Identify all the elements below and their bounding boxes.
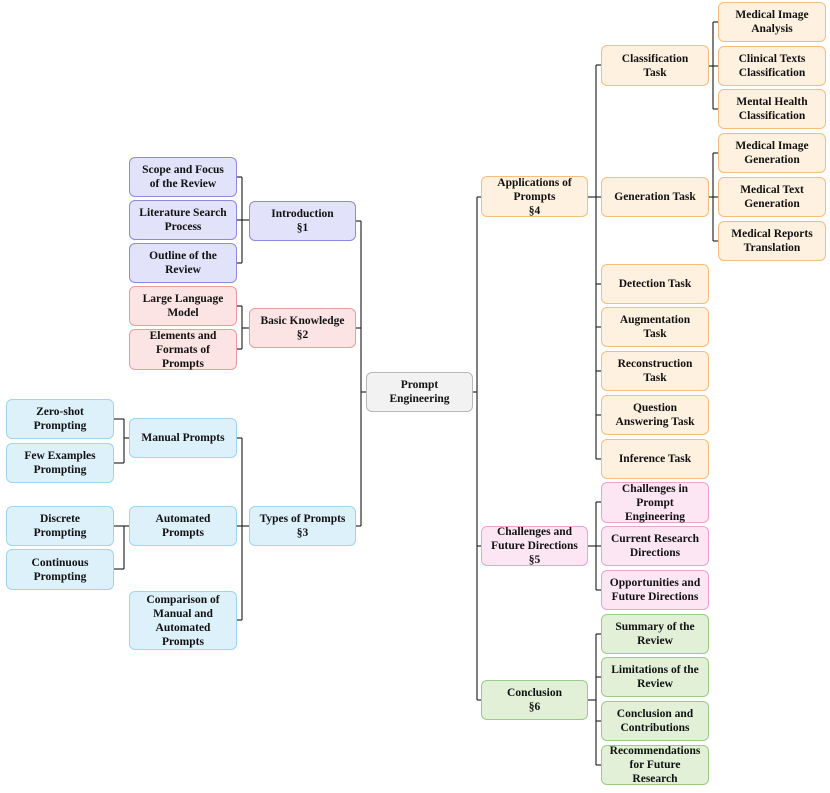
applications-node: Applications of Prompts §4 xyxy=(481,176,588,217)
challenges-node: Challenges and Future Directions §5 xyxy=(481,526,588,566)
introduction-node: Introduction §1 xyxy=(249,201,356,241)
outline-of-review-node: Outline of the Review xyxy=(129,243,237,283)
generation-task-node: Generation Task xyxy=(601,177,709,217)
opportunities-and-future-directions-node: Opportunities and Future Directions xyxy=(601,570,709,610)
scope-and-focus-node: Scope and Focus of the Review xyxy=(129,157,237,197)
recommendations-for-future-research-node: Recommendations for Future Research xyxy=(601,745,709,785)
discrete-prompting-node: Discrete Prompting xyxy=(6,506,114,546)
medical-reports-translation-node: Medical Reports Translation xyxy=(718,221,826,261)
reconstruction-task-node: Reconstruction Task xyxy=(601,351,709,391)
current-research-directions-node: Current Research Directions xyxy=(601,526,709,566)
literature-search-node: Literature Search Process xyxy=(129,200,237,240)
continuous-prompting-node: Continuous Prompting xyxy=(6,549,114,590)
medical-image-generation-node: Medical Image Generation xyxy=(718,133,826,173)
challenges-in-prompt-engineering-node: Challenges in Prompt Engineering xyxy=(601,482,709,523)
medical-image-analysis-node: Medical Image Analysis xyxy=(718,2,826,42)
comparison-node: Comparison of Manual and Automated Promp… xyxy=(129,591,237,650)
question-answering-task-node: Question Answering Task xyxy=(601,395,709,435)
augmentation-task-node: Augmentation Task xyxy=(601,307,709,347)
zero-shot-prompting-node: Zero-shot Prompting xyxy=(6,399,114,439)
conclusion-node: Conclusion §6 xyxy=(481,680,588,720)
basic-knowledge-node: Basic Knowledge §2 xyxy=(249,308,356,348)
automated-prompts-node: Automated Prompts xyxy=(129,506,237,546)
mental-health-classification-node: Mental Health Classification xyxy=(718,89,826,129)
manual-prompts-node: Manual Prompts xyxy=(129,418,237,458)
types-of-prompts-node: Types of Prompts §3 xyxy=(249,506,356,546)
root-node: Prompt Engineering xyxy=(366,372,473,412)
large-language-model-node: Large Language Model xyxy=(129,286,237,326)
classification-task-node: Classification Task xyxy=(601,45,709,86)
inference-task-node: Inference Task xyxy=(601,439,709,479)
few-examples-prompting-node: Few Examples Prompting xyxy=(6,443,114,483)
summary-of-review-node: Summary of the Review xyxy=(601,614,709,654)
detection-task-node: Detection Task xyxy=(601,264,709,304)
limitations-of-review-node: Limitations of the Review xyxy=(601,657,709,697)
clinical-texts-classification-node: Clinical Texts Classification xyxy=(718,46,826,86)
conclusion-and-contributions-node: Conclusion and Contributions xyxy=(601,701,709,741)
elements-and-formats-node: Elements and Formats of Prompts xyxy=(129,329,237,370)
medical-text-generation-node: Medical Text Generation xyxy=(718,177,826,217)
